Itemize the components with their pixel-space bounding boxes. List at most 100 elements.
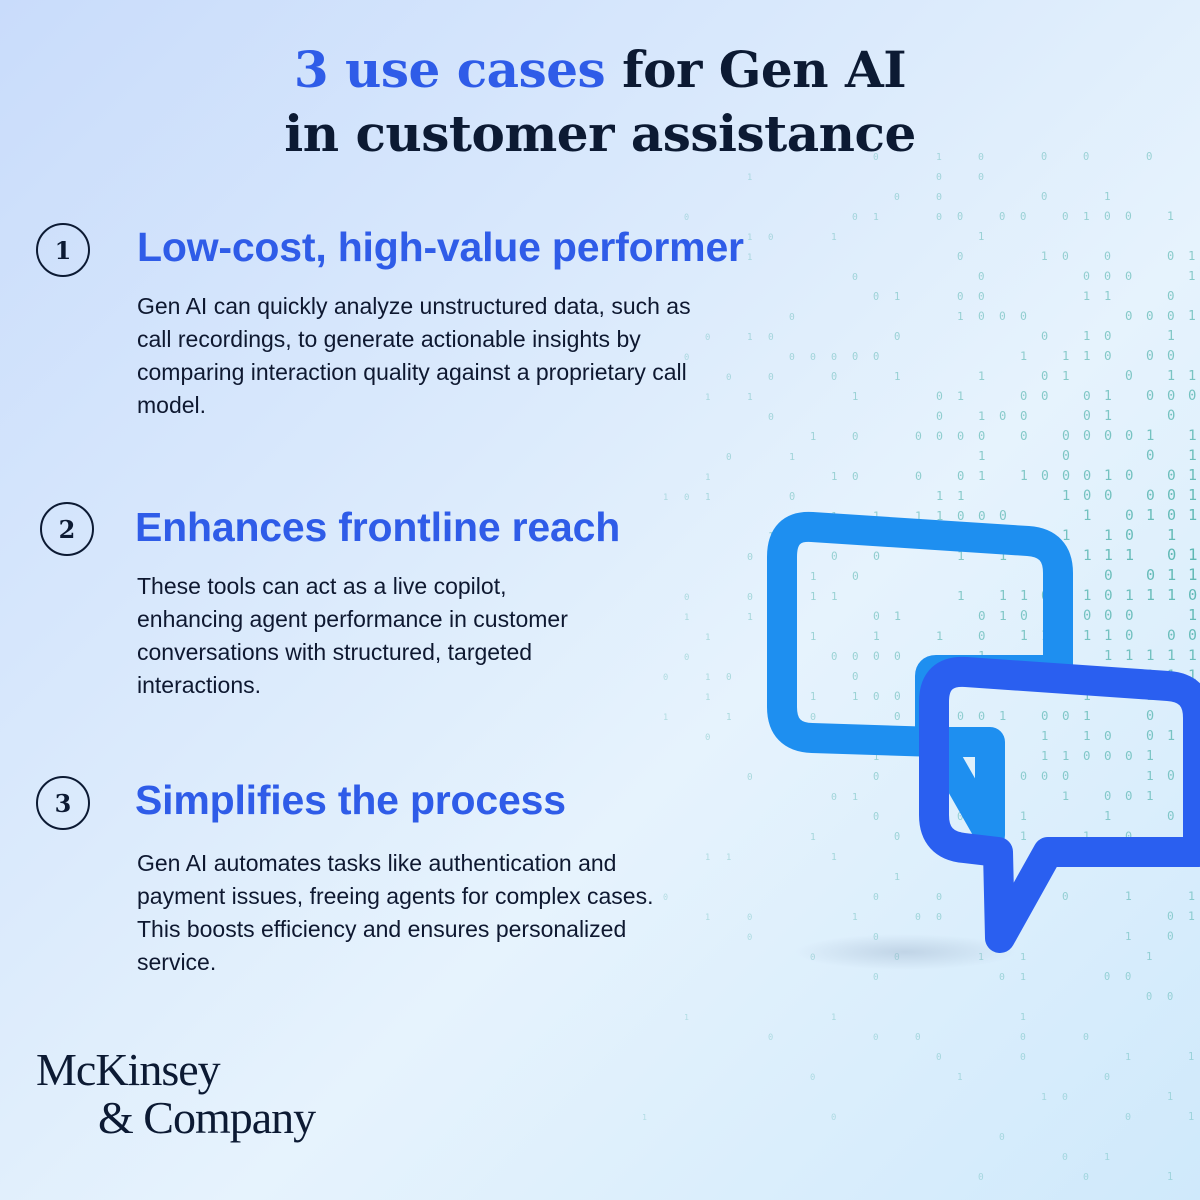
svg-text:1: 1: [1188, 368, 1196, 384]
svg-text:0: 0: [936, 409, 943, 423]
svg-text:1: 1: [726, 712, 732, 723]
svg-text:0: 0: [1041, 708, 1048, 723]
svg-text:0: 0: [1167, 308, 1175, 323]
svg-text:0: 0: [1167, 769, 1175, 784]
svg-text:0: 0: [999, 509, 1007, 524]
svg-text:0: 0: [1125, 269, 1132, 283]
svg-text:0: 0: [1041, 369, 1048, 383]
svg-text:0: 0: [1083, 1032, 1089, 1043]
svg-text:0: 0: [957, 469, 964, 483]
svg-text:0: 0: [1125, 428, 1133, 444]
svg-text:1: 1: [1188, 466, 1197, 484]
svg-text:1: 1: [1125, 587, 1134, 604]
svg-text:0: 0: [1167, 249, 1174, 263]
svg-text:0: 0: [1041, 769, 1048, 783]
svg-text:1: 1: [936, 629, 943, 643]
number-badge-3: 3: [36, 776, 90, 830]
svg-text:1: 1: [705, 913, 710, 923]
svg-text:1: 1: [1020, 1012, 1026, 1023]
svg-text:0: 0: [789, 352, 795, 363]
svg-text:1: 1: [1104, 1152, 1110, 1163]
svg-text:0: 0: [1104, 348, 1112, 363]
svg-text:1: 1: [642, 1112, 647, 1122]
svg-text:0: 0: [978, 508, 986, 523]
svg-text:0: 0: [852, 470, 859, 483]
svg-text:0: 0: [1083, 151, 1089, 163]
svg-text:0: 0: [1146, 708, 1154, 724]
svg-text:1: 1: [789, 452, 795, 463]
svg-text:1: 1: [1188, 249, 1195, 263]
svg-text:0: 0: [1146, 349, 1154, 364]
svg-text:1: 1: [852, 691, 858, 703]
svg-text:1: 1: [1104, 389, 1112, 404]
svg-text:0: 0: [957, 810, 964, 823]
svg-text:1: 1: [810, 692, 816, 703]
svg-text:1: 1: [936, 489, 943, 503]
svg-text:0: 0: [873, 610, 880, 623]
svg-text:0: 0: [978, 270, 985, 283]
svg-text:0: 0: [999, 1132, 1005, 1143]
number-badge-2: 2: [40, 502, 94, 556]
svg-text:1: 1: [1083, 628, 1091, 644]
svg-text:0: 0: [705, 333, 710, 343]
svg-text:0: 0: [1125, 1112, 1131, 1123]
svg-text:1: 1: [1104, 528, 1113, 544]
svg-text:0: 0: [873, 892, 879, 903]
svg-text:1: 1: [1188, 1051, 1194, 1063]
svg-text:1: 1: [747, 612, 753, 623]
svg-text:0: 0: [936, 389, 943, 403]
svg-text:0: 0: [1125, 628, 1134, 644]
svg-text:1: 1: [1146, 950, 1152, 963]
svg-text:0: 0: [1188, 388, 1196, 404]
svg-text:0: 0: [768, 1033, 773, 1043]
svg-text:1: 1: [1104, 190, 1111, 203]
svg-text:0: 0: [1167, 808, 1175, 823]
svg-text:0: 0: [915, 1032, 921, 1043]
number-badge-1: 1: [36, 223, 90, 277]
svg-text:1: 1: [1167, 329, 1175, 344]
svg-text:1: 1: [1020, 629, 1028, 644]
svg-text:0: 0: [894, 192, 900, 203]
svg-text:0: 0: [1146, 487, 1155, 504]
svg-text:1: 1: [852, 792, 858, 803]
svg-text:0: 0: [1188, 626, 1197, 644]
svg-text:1: 1: [1188, 486, 1197, 504]
svg-text:1: 1: [684, 613, 689, 623]
svg-text:1: 1: [978, 231, 984, 243]
svg-text:0: 0: [1104, 789, 1111, 803]
use-case-body-3: Gen AI automates tasks like authenticati…: [137, 850, 654, 975]
svg-text:0: 0: [1083, 1172, 1089, 1183]
svg-text:0: 0: [1104, 748, 1112, 763]
svg-text:1: 1: [705, 393, 710, 403]
svg-text:1: 1: [1083, 548, 1092, 564]
svg-text:0: 0: [873, 972, 879, 983]
svg-text:0: 0: [1041, 152, 1047, 163]
title-line-2: in customer assistance: [284, 104, 916, 163]
svg-text:0: 0: [1020, 769, 1027, 783]
svg-text:1: 1: [810, 431, 816, 443]
svg-text:0: 0: [915, 469, 922, 483]
svg-text:0: 0: [936, 212, 942, 223]
svg-text:0: 0: [978, 172, 984, 183]
svg-text:0: 0: [957, 290, 964, 303]
svg-text:1: 1: [1167, 1091, 1173, 1103]
svg-text:1: 1: [894, 370, 901, 383]
svg-text:1: 1: [1188, 606, 1197, 624]
svg-text:0: 0: [978, 310, 985, 323]
svg-text:1: 1: [873, 751, 879, 763]
svg-text:0: 0: [1104, 269, 1111, 283]
svg-text:0: 0: [1167, 486, 1176, 504]
svg-text:1: 1: [957, 389, 964, 403]
svg-text:1: 1: [705, 472, 711, 483]
svg-text:0: 0: [936, 172, 942, 183]
svg-text:1: 1: [873, 630, 880, 643]
svg-text:0: 0: [852, 650, 859, 663]
svg-text:1: 1: [1104, 547, 1113, 564]
svg-text:1: 1: [1083, 329, 1090, 343]
svg-text:0: 0: [1104, 249, 1111, 263]
svg-text:0: 0: [1167, 627, 1176, 644]
svg-text:0: 0: [1146, 566, 1155, 584]
svg-text:0: 0: [1083, 748, 1090, 763]
svg-text:0: 0: [684, 353, 689, 363]
